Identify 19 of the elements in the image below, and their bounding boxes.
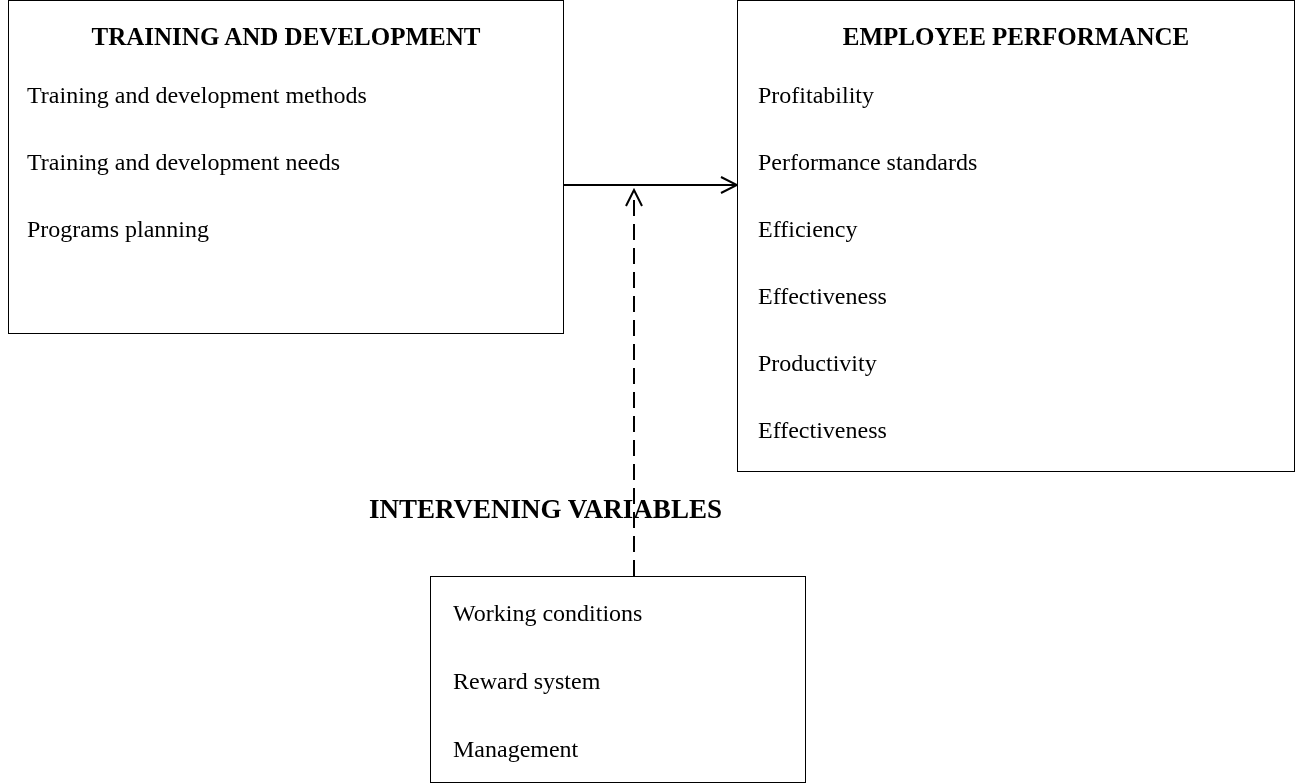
- item-text: Performance standards: [758, 148, 978, 176]
- item-text: Training and development needs: [27, 148, 341, 176]
- variable-box: [8, 0, 564, 334]
- item-text: Training and development methods: [27, 81, 367, 109]
- item-text: Effectiveness: [758, 282, 887, 310]
- item-text: Effectiveness: [758, 416, 887, 444]
- item-text: Reward system: [453, 667, 601, 695]
- item-text: Productivity: [758, 349, 877, 377]
- box-heading: EMPLOYEE PERFORMANCE: [841, 23, 1191, 51]
- box-heading: TRAINING AND DEVELOPMENT: [90, 23, 482, 51]
- item-text: Profitability: [758, 81, 874, 109]
- item-text: Working conditions: [453, 599, 643, 627]
- item-text: Management: [453, 735, 579, 763]
- item-text: Efficiency: [758, 215, 858, 243]
- box-heading: INTERVENING VARIABLES: [369, 495, 722, 523]
- variable-box: [737, 0, 1295, 472]
- arrow: [563, 176, 738, 194]
- item-text: Programs planning: [27, 215, 209, 243]
- dashed-arrow: [625, 189, 643, 577]
